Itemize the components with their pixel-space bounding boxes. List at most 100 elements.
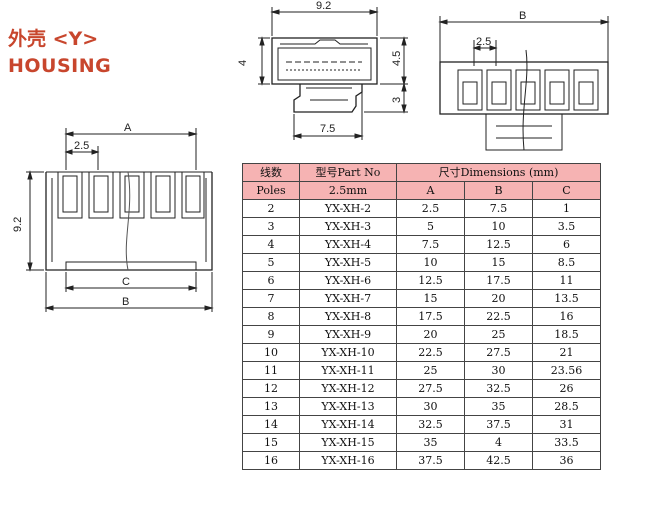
cell-part-no: YX-XH-5 bbox=[299, 253, 397, 272]
cell-c: 6 bbox=[532, 235, 601, 254]
cell-a: 25 bbox=[396, 361, 465, 380]
header-part-no: 型号Part No bbox=[299, 163, 397, 182]
cell-b: 7.5 bbox=[464, 199, 533, 218]
cell-poles: 7 bbox=[242, 289, 300, 308]
cell-a: 20 bbox=[396, 325, 465, 344]
cell-c: 33.5 bbox=[532, 433, 601, 452]
cell-a: 17.5 bbox=[396, 307, 465, 326]
cell-poles: 9 bbox=[242, 325, 300, 344]
cell-a: 30 bbox=[396, 397, 465, 416]
cell-a: 32.5 bbox=[396, 415, 465, 434]
cell-part-no: YX-XH-4 bbox=[299, 235, 397, 254]
cell-poles: 6 bbox=[242, 271, 300, 290]
cell-poles: 10 bbox=[242, 343, 300, 362]
cell-a: 2.5 bbox=[396, 199, 465, 218]
dim-label-c: C bbox=[122, 276, 130, 288]
cell-c: 3.5 bbox=[532, 217, 601, 236]
cell-c: 31 bbox=[532, 415, 601, 434]
cell-c: 26 bbox=[532, 379, 601, 398]
cell-part-no: YX-XH-6 bbox=[299, 271, 397, 290]
cell-a: 37.5 bbox=[396, 451, 465, 470]
dim-label-9-2-top: 9.2 bbox=[316, 0, 331, 12]
cell-part-no: YX-XH-2 bbox=[299, 199, 397, 218]
cell-poles: 15 bbox=[242, 433, 300, 452]
cell-part-no: YX-XH-9 bbox=[299, 325, 397, 344]
cell-b: 12.5 bbox=[464, 235, 533, 254]
dim-label-b-top: B bbox=[519, 10, 526, 22]
cell-b: 25 bbox=[464, 325, 533, 344]
cell-c: 8.5 bbox=[532, 253, 601, 272]
cell-part-no: YX-XH-8 bbox=[299, 307, 397, 326]
header-pitch: 2.5mm bbox=[299, 181, 397, 200]
cell-poles: 14 bbox=[242, 415, 300, 434]
cell-c: 11 bbox=[532, 271, 601, 290]
cell-a: 22.5 bbox=[396, 343, 465, 362]
header-poles-en: Poles bbox=[242, 181, 300, 200]
cell-part-no: YX-XH-12 bbox=[299, 379, 397, 398]
cell-c: 36 bbox=[532, 451, 601, 470]
cell-part-no: YX-XH-15 bbox=[299, 433, 397, 452]
cell-part-no: YX-XH-3 bbox=[299, 217, 397, 236]
dim-label-b: B bbox=[122, 296, 129, 308]
header-a: A bbox=[396, 181, 465, 200]
front-view-large-drawing bbox=[26, 128, 214, 312]
dim-label-3: 3 bbox=[391, 97, 403, 103]
header-dimensions: 尺寸Dimensions (mm) bbox=[396, 163, 601, 182]
dimensions-table: 线数 型号Part No 尺寸Dimensions (mm) Poles 2.5… bbox=[242, 163, 601, 470]
cell-b: 32.5 bbox=[464, 379, 533, 398]
dim-label-7-5: 7.5 bbox=[320, 123, 335, 135]
cell-part-no: YX-XH-7 bbox=[299, 289, 397, 308]
cell-b: 22.5 bbox=[464, 307, 533, 326]
cell-b: 10 bbox=[464, 217, 533, 236]
dim-label-2-5: 2.5 bbox=[74, 140, 89, 152]
front-view-small-drawing bbox=[438, 16, 610, 151]
dim-label-4-5: 4.5 bbox=[391, 51, 403, 66]
dim-label-a: A bbox=[124, 122, 132, 134]
cell-a: 7.5 bbox=[396, 235, 465, 254]
cell-b: 15 bbox=[464, 253, 533, 272]
cell-a: 35 bbox=[396, 433, 465, 452]
side-view-drawing bbox=[258, 7, 408, 140]
dim-label-4: 4 bbox=[237, 60, 249, 66]
cell-b: 37.5 bbox=[464, 415, 533, 434]
dim-label-9-2-left: 9.2 bbox=[12, 217, 24, 232]
cell-poles: 13 bbox=[242, 397, 300, 416]
title-chinese: 外壳 <Y> bbox=[8, 28, 99, 50]
cell-c: 21 bbox=[532, 343, 601, 362]
cell-part-no: YX-XH-14 bbox=[299, 415, 397, 434]
cell-b: 27.5 bbox=[464, 343, 533, 362]
cell-c: 28.5 bbox=[532, 397, 601, 416]
cell-poles: 16 bbox=[242, 451, 300, 470]
cell-a: 27.5 bbox=[396, 379, 465, 398]
cell-a: 5 bbox=[396, 217, 465, 236]
cell-c: 18.5 bbox=[532, 325, 601, 344]
cell-poles: 11 bbox=[242, 361, 300, 380]
cell-poles: 5 bbox=[242, 253, 300, 272]
header-b: B bbox=[464, 181, 533, 200]
cell-poles: 3 bbox=[242, 217, 300, 236]
cell-b: 35 bbox=[464, 397, 533, 416]
cell-poles: 4 bbox=[242, 235, 300, 254]
cell-a: 12.5 bbox=[396, 271, 465, 290]
cell-a: 10 bbox=[396, 253, 465, 272]
cell-part-no: YX-XH-16 bbox=[299, 451, 397, 470]
dim-label-2-5-top: 2.5 bbox=[476, 36, 491, 48]
cell-c: 16 bbox=[532, 307, 601, 326]
header-poles: 线数 bbox=[242, 163, 300, 182]
cell-b: 17.5 bbox=[464, 271, 533, 290]
